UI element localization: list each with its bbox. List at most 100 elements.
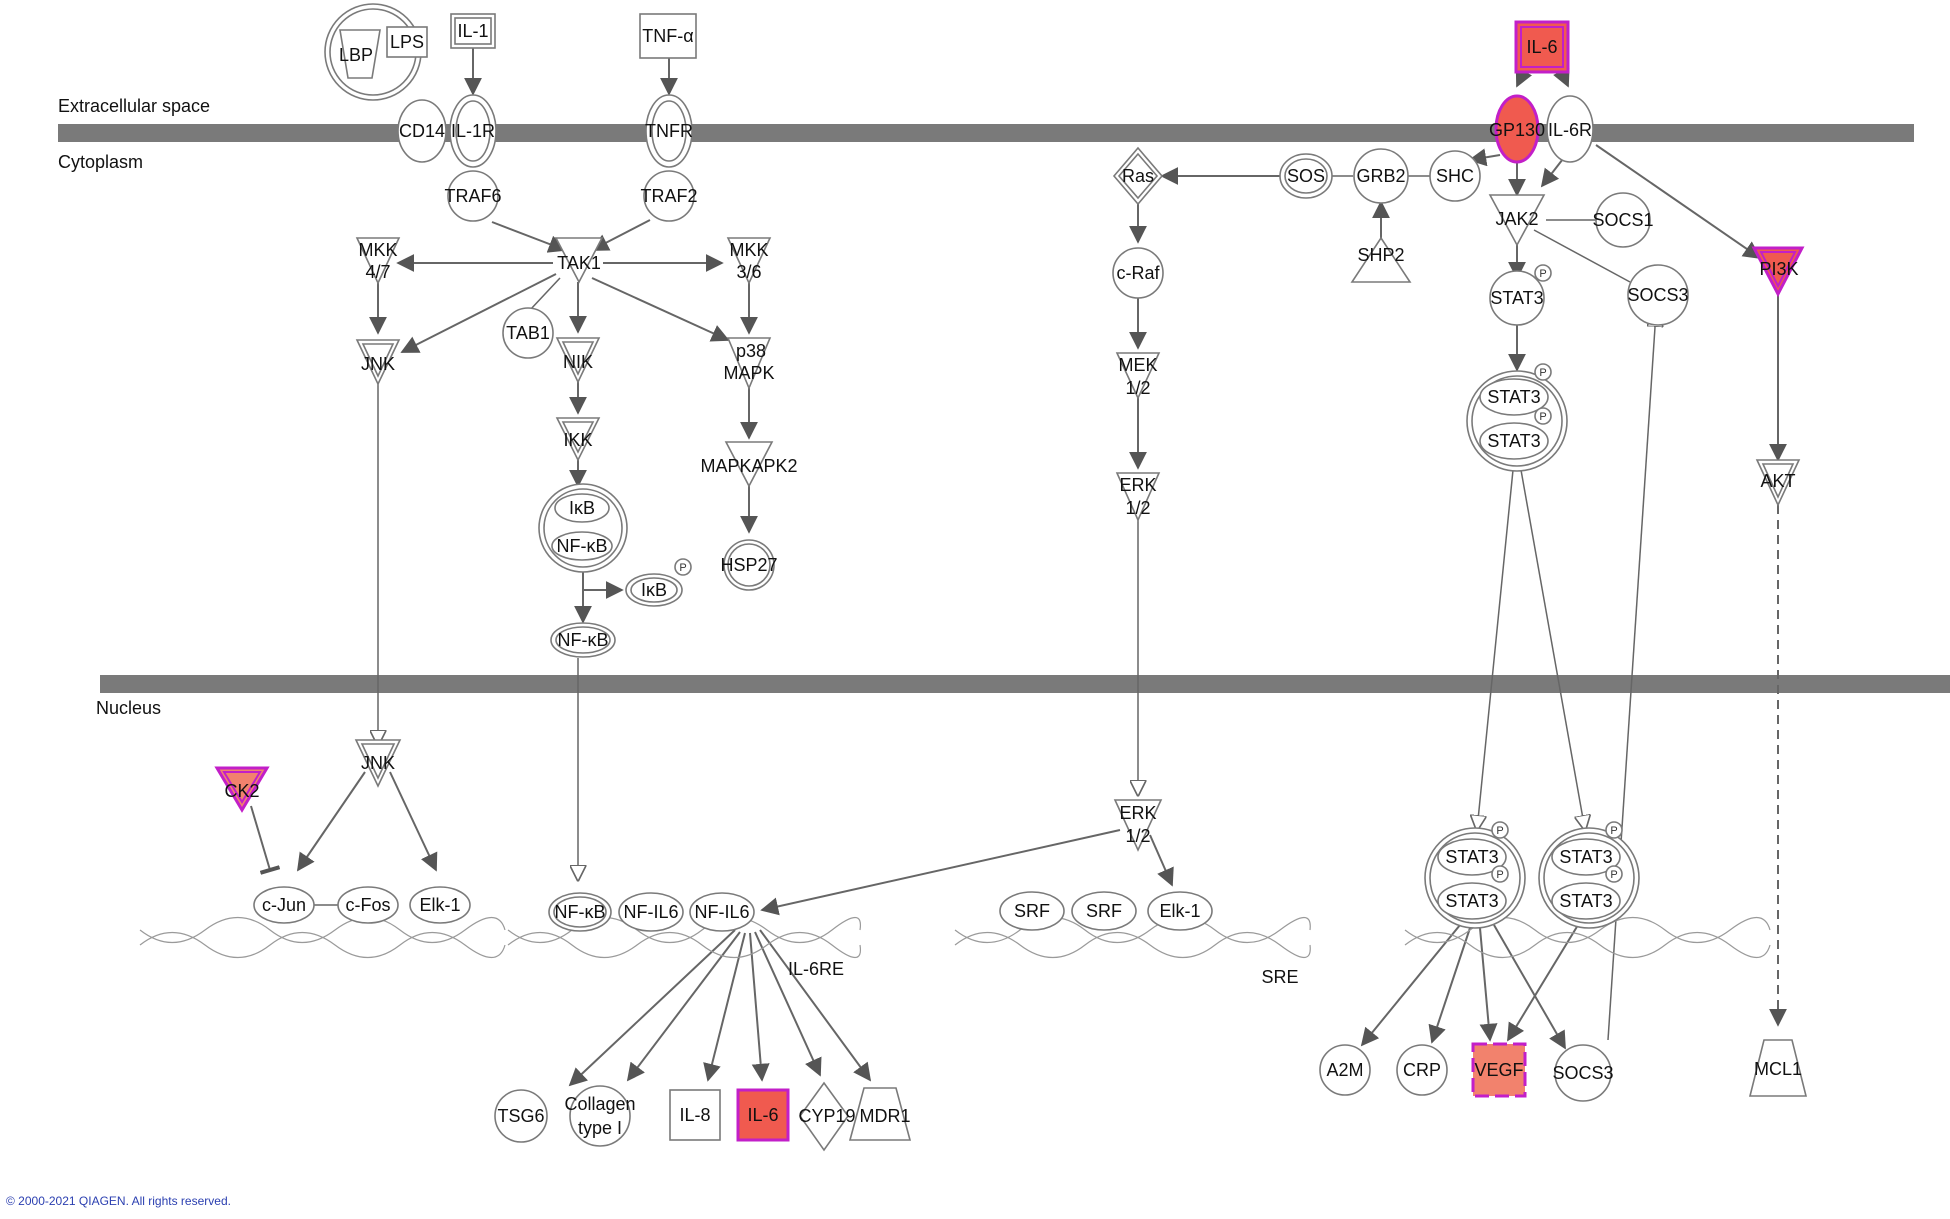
pi3k-node[interactable]: PI3K xyxy=(1751,246,1805,298)
craf-node[interactable]: c-Raf xyxy=(1112,247,1164,299)
vegf-label: VEGF xyxy=(1474,1060,1523,1080)
ikk-label: IKK xyxy=(563,430,592,450)
mcl1-node[interactable]: MCL1 xyxy=(1748,1039,1808,1097)
socs3-nuc-node[interactable]: SOCS3 xyxy=(1552,1044,1614,1102)
tak1-node[interactable]: TAK1 xyxy=(554,237,604,284)
cjun-node[interactable]: c-Jun xyxy=(253,886,315,924)
ikb-nfkb-complex[interactable]: IκB NF-κB xyxy=(538,483,628,573)
srf-a-node[interactable]: SRF xyxy=(999,891,1065,931)
copyright-notice: © 2000-2021 QIAGEN. All rights reserved. xyxy=(6,1194,231,1208)
il6-bottom-node[interactable]: IL-6 xyxy=(736,1088,790,1142)
stat3-dimer-nuc-2[interactable]: STAT3 STAT3 P P xyxy=(1538,821,1640,929)
stat3-node[interactable]: STAT3 P xyxy=(1489,264,1552,326)
grb2-node[interactable]: GRB2 xyxy=(1353,148,1409,204)
hsp27-label: HSP27 xyxy=(720,555,777,575)
edge-nfil6-il8 xyxy=(703,932,746,1082)
jnk-nuc-node[interactable]: JNK xyxy=(354,739,402,788)
socs1-label: SOCS1 xyxy=(1592,210,1653,230)
sos-node[interactable]: SOS xyxy=(1279,153,1333,199)
stat3-n1a-label: STAT3 xyxy=(1445,847,1498,867)
collagen-label: Collagen xyxy=(564,1094,635,1114)
il1r-node[interactable]: IL-1R xyxy=(449,94,497,168)
nfil6-b-node[interactable]: NF-IL6 xyxy=(689,892,755,932)
socs1-node[interactable]: SOCS1 xyxy=(1592,192,1654,248)
phospho-n1a: P xyxy=(1496,825,1503,837)
edges xyxy=(250,45,1787,1087)
edge-jnk-cjun xyxy=(296,771,366,872)
region-cytoplasm-label: Cytoplasm xyxy=(58,152,143,172)
mkk47-node[interactable]: MKK 4/7 xyxy=(355,237,401,285)
nik-node[interactable]: NIK xyxy=(555,337,601,384)
cd14-node[interactable]: CD14 xyxy=(397,99,447,163)
shp2-node[interactable]: SHP2 xyxy=(1350,236,1412,283)
mek-node[interactable]: MEK 1/2 xyxy=(1115,352,1161,400)
phospho-n1b: P xyxy=(1496,869,1503,881)
erk-cyto-node[interactable]: ERK 1/2 xyxy=(1115,472,1161,522)
elk1-b-node[interactable]: Elk-1 xyxy=(1147,891,1213,931)
srf-b-label: SRF xyxy=(1086,901,1122,921)
srf-a-label: SRF xyxy=(1014,901,1050,921)
erk-nuc-node[interactable]: ERK 1/2 xyxy=(1113,799,1163,852)
il1-node[interactable]: IL-1 xyxy=(450,13,496,49)
shc-node[interactable]: SHC xyxy=(1429,150,1481,202)
il8-node[interactable]: IL-8 xyxy=(669,1089,721,1141)
traf2-node[interactable]: TRAF2 xyxy=(640,170,698,222)
dna-helix-3 xyxy=(954,916,1311,959)
collagen-node[interactable]: Collagen type I xyxy=(564,1085,636,1147)
mapkapk2-label: MAPKAPK2 xyxy=(700,456,797,476)
hsp27-node[interactable]: HSP27 xyxy=(720,539,778,591)
cfos-node[interactable]: c-Fos xyxy=(337,886,399,924)
edge-stat3-socs3 xyxy=(1493,924,1566,1050)
srf-b-node[interactable]: SRF xyxy=(1071,891,1137,931)
crp-node[interactable]: CRP xyxy=(1396,1044,1448,1096)
edge-dimer-nuc2 xyxy=(1520,469,1585,830)
vegf-node[interactable]: VEGF xyxy=(1471,1042,1527,1098)
stat3-dimer-cyto[interactable]: STAT3 STAT3 P P xyxy=(1466,363,1568,472)
nfkb-cyto-node[interactable]: NF-κB xyxy=(550,622,616,658)
p38-node[interactable]: p38 MAPK xyxy=(723,337,775,391)
edge-erk-nfil6 xyxy=(760,829,1121,916)
cyp19-node[interactable]: CYP19 xyxy=(798,1081,856,1152)
ikk-node[interactable]: IKK xyxy=(555,417,601,462)
a2m-node[interactable]: A2M xyxy=(1319,1044,1371,1096)
stat3-dimer-nuc-1[interactable]: STAT3 STAT3 P P xyxy=(1424,821,1526,929)
mkk36-label: MKK xyxy=(729,240,768,260)
ikb-p-node[interactable]: IκB P xyxy=(625,558,692,607)
ikb-p-label: IκB xyxy=(641,580,667,600)
elk1-a-node[interactable]: Elk-1 xyxy=(409,886,471,924)
ras-label: Ras xyxy=(1122,166,1154,186)
il6r-label: IL-6R xyxy=(1548,120,1592,140)
lbp-lps-complex[interactable]: LBP LPS xyxy=(324,3,428,101)
mapkapk2-node[interactable]: MAPKAPK2 xyxy=(700,441,798,488)
mdr1-node[interactable]: MDR1 xyxy=(848,1087,912,1141)
phospho-ikb: P xyxy=(679,562,686,574)
mkk36-node[interactable]: MKK 3/6 xyxy=(726,237,772,285)
nfil6-a-node[interactable]: NF-IL6 xyxy=(618,892,684,932)
akt-node[interactable]: AKT xyxy=(1755,459,1801,507)
ras-node[interactable]: Ras xyxy=(1112,146,1164,206)
nfkb-nuc-label: NF-κB xyxy=(555,902,606,922)
nfkb-nuc-node[interactable]: NF-κB xyxy=(548,892,612,932)
jak2-node[interactable]: JAK2 xyxy=(1488,194,1546,247)
il6-top-node[interactable]: IL-6 xyxy=(1514,20,1570,74)
tsg6-node[interactable]: TSG6 xyxy=(494,1089,548,1143)
tnfa-node[interactable]: TNF-α xyxy=(639,13,697,59)
tnfr-node[interactable]: TNFR xyxy=(645,94,693,168)
cd14-label: CD14 xyxy=(399,121,445,141)
gp130-node[interactable]: GP130 xyxy=(1489,94,1545,164)
socs3-cyto-node[interactable]: SOCS3 xyxy=(1627,264,1689,326)
nfil6-a-label: NF-IL6 xyxy=(623,902,678,922)
ck2-node[interactable]: CK2 xyxy=(214,766,270,813)
region-extracellular-label: Extracellular space xyxy=(58,96,210,116)
il6r-node[interactable]: IL-6R xyxy=(1546,95,1594,163)
nfil6-b-label: NF-IL6 xyxy=(694,902,749,922)
tab1-node[interactable]: TAB1 xyxy=(502,307,554,359)
jnk-cyto-node[interactable]: JNK xyxy=(355,339,401,386)
erk-nuc-sub-label: 1/2 xyxy=(1125,826,1150,846)
edge-tak1-p38 xyxy=(591,277,730,342)
traf6-node[interactable]: TRAF6 xyxy=(444,170,502,222)
edge-nfil6-mdr1 xyxy=(759,929,872,1082)
shp2-label: SHP2 xyxy=(1357,245,1404,265)
edge-tak1-tab1 xyxy=(529,277,561,311)
